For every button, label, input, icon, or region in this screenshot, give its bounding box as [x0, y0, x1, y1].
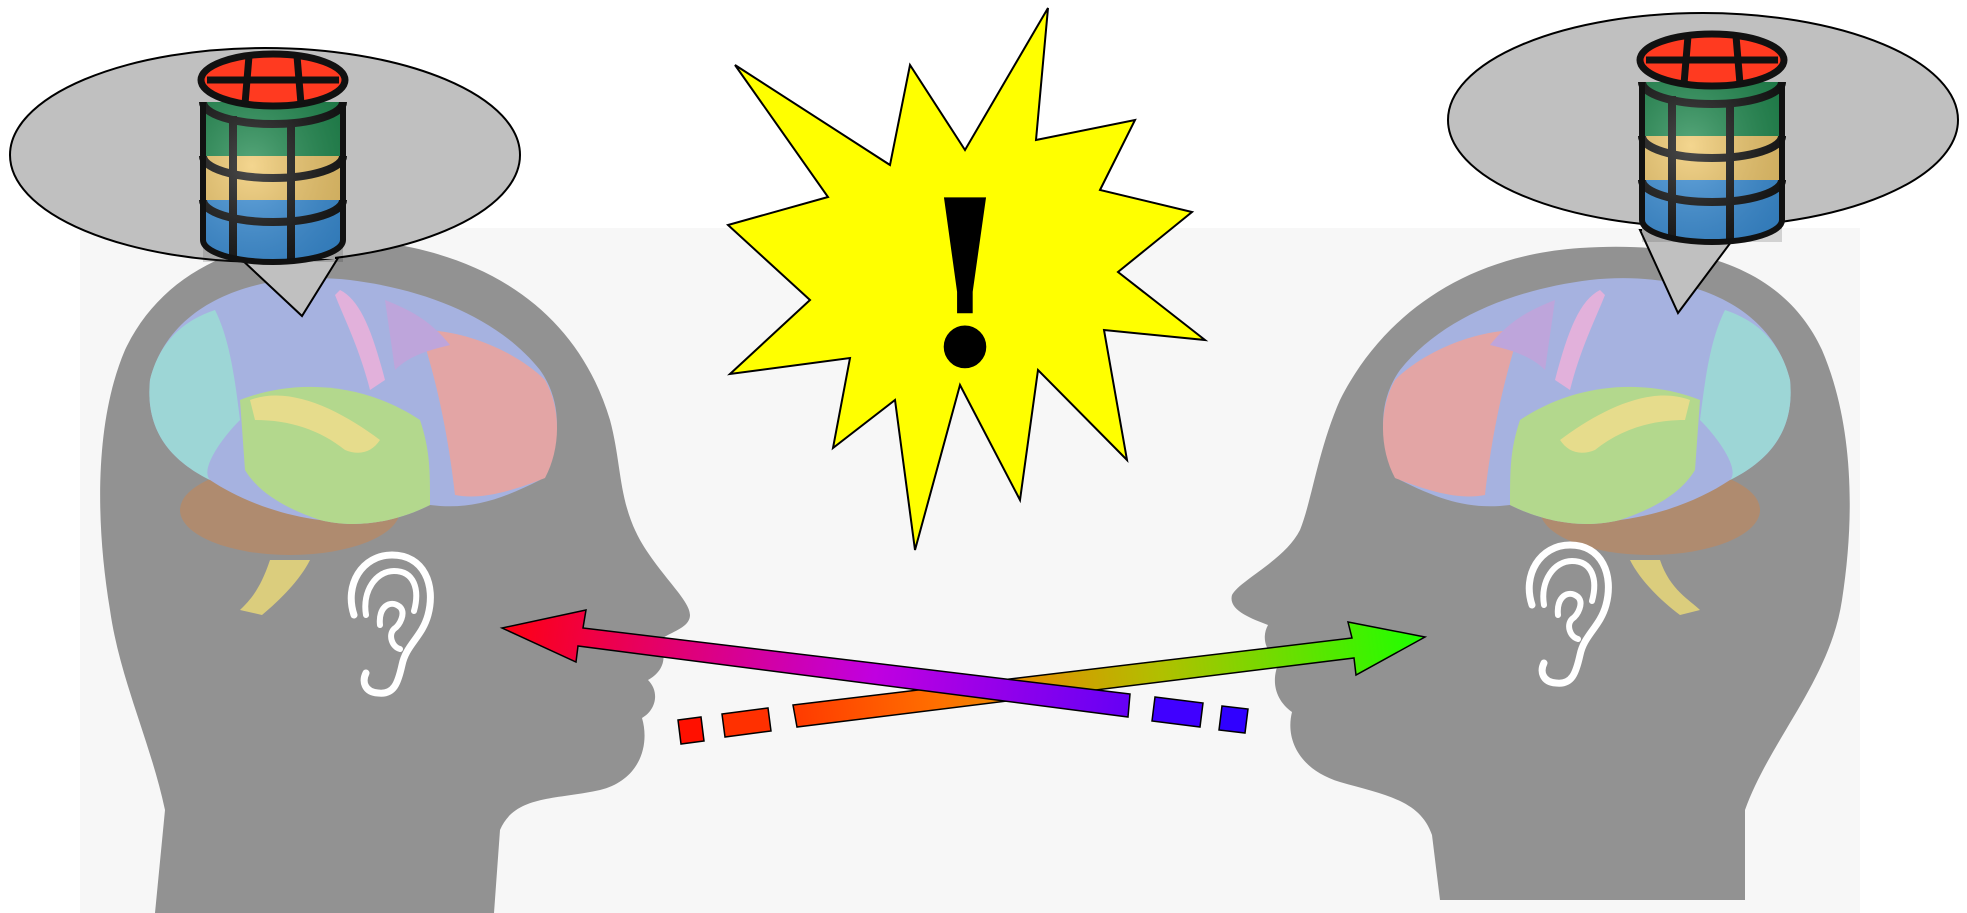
exclamation-mark: !: [915, 150, 1016, 420]
dash-left-1: [1152, 697, 1203, 727]
dash-right-1: [678, 717, 704, 744]
right-puzzle-icon: [1640, 34, 1784, 242]
left-puzzle-icon: [201, 54, 345, 262]
dash-right-2: [722, 708, 771, 737]
dash-left-2: [1219, 706, 1248, 733]
